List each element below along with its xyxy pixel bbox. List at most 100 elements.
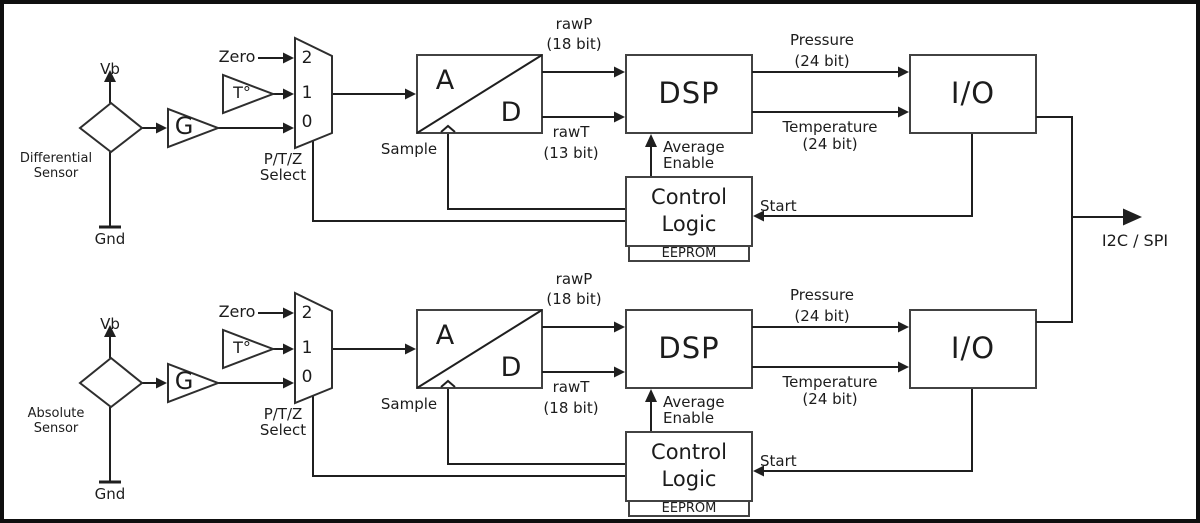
control-logic-block [625, 431, 753, 502]
zero-arrowhead [283, 52, 294, 64]
mux-shape [294, 291, 333, 405]
channel-wires-layer [78, 36, 1037, 262]
average-enable-line1: Average [663, 393, 725, 411]
rawp-label: rawP (18 bit) [546, 14, 601, 54]
average-enable-line1: Average [663, 138, 725, 156]
eeprom-label: EEPROM [661, 501, 717, 516]
sensor-to-gain-arrowhead [156, 122, 167, 134]
zero-label: Zero [218, 302, 256, 321]
temp-sensor-triangle [222, 73, 276, 115]
control-logic-line1: Control [651, 185, 727, 209]
mux-shape [294, 36, 333, 150]
rawp-line1: rawP [555, 15, 593, 33]
rawt-arrowhead [614, 366, 625, 378]
average-enable-line2: Enable [663, 409, 715, 427]
vb-label: Vb [100, 315, 120, 333]
io-label: I/O [950, 76, 996, 110]
temperature-line2: (24 bit) [802, 390, 858, 408]
average-enable-label: Average Enable [663, 139, 725, 171]
channel-differential: Vb Differential Sensor Gnd G T° Zero 2 1… [20, 14, 1037, 262]
i2c-spi-label: I2C / SPI [1101, 231, 1169, 250]
control-logic-label: Control Logic [651, 184, 727, 238]
sensor-label-line2: Sensor [33, 166, 79, 181]
pressure-label: Pressure (24 bit) [790, 285, 854, 327]
gain-to-mux-arrowhead [283, 377, 294, 389]
control-logic-line2: Logic [661, 467, 717, 491]
gain-label: G [174, 112, 194, 140]
sensor-label: Differential Sensor [20, 151, 92, 181]
average-enable-line2: Enable [663, 154, 715, 172]
start-wire [763, 133, 973, 217]
rawt-line2: (18 bit) [543, 399, 599, 417]
gnd-label: Gnd [94, 485, 126, 503]
mux-input-1-label: 1 [301, 83, 313, 103]
pressure-arrowhead [898, 66, 909, 78]
temperature-arrowhead [898, 106, 909, 118]
pressure-line1: Pressure [789, 31, 855, 49]
mux-to-adc-arrowhead [405, 88, 416, 100]
sensor-label-line1: Differential [19, 151, 93, 166]
dsp-label: DSP [658, 76, 720, 110]
sensor-label-line1: Absolute [27, 406, 85, 421]
mux-to-adc-arrowhead [405, 343, 416, 355]
adc-d-label: D [500, 97, 522, 128]
sensor-label-line2: Sensor [33, 421, 79, 436]
average-enable-arrowhead [645, 389, 657, 402]
sensor-label: Absolute Sensor [28, 406, 85, 436]
vb-label: Vb [100, 60, 120, 78]
mux-input-0-label: 0 [301, 367, 313, 387]
temp-to-mux-arrowhead [283, 343, 294, 355]
io-label: I/O [950, 331, 996, 365]
eeprom-label: EEPROM [661, 246, 717, 261]
mux-select-wire [312, 395, 626, 477]
gain-amp-triangle [167, 362, 221, 404]
mux-input-0-label: 0 [301, 112, 313, 132]
start-arrowhead [753, 210, 764, 222]
mux-select-line1: P/T/Z [263, 405, 303, 423]
mux-select-line2: Select [259, 421, 307, 439]
rawt-label: rawT (18 bit) [543, 377, 598, 419]
start-label: Start [760, 452, 797, 470]
control-logic-line2: Logic [661, 212, 717, 236]
sensor-to-gain-arrowhead [156, 377, 167, 389]
adc-diagonal [416, 309, 543, 389]
temp-sensor-label: T° [233, 338, 251, 357]
control-logic-block [625, 176, 753, 247]
adc-a-label: A [435, 65, 455, 96]
temp-to-mux-arrowhead [283, 88, 294, 100]
mux-input-2-label: 2 [301, 48, 313, 68]
temperature-line1: Temperature [782, 373, 878, 391]
start-wire [763, 388, 973, 472]
dsp-block [625, 54, 753, 134]
pressure-arrowhead [898, 321, 909, 333]
start-label: Start [760, 197, 797, 215]
sample-label: Sample [380, 140, 438, 158]
rawp-arrowhead [614, 321, 625, 333]
io-block [909, 54, 1037, 134]
rawt-line2: (13 bit) [543, 144, 599, 162]
mux-select-label: P/T/Z Select [260, 151, 306, 183]
temperature-label: Temperature (24 bit) [782, 119, 877, 153]
mux-select-line1: P/T/Z [263, 150, 303, 168]
channel-wires-layer [78, 291, 1037, 517]
sample-label: Sample [380, 395, 438, 413]
rawt-line1: rawT [552, 123, 590, 141]
adc-d-label: D [500, 352, 522, 383]
temp-sensor-triangle [222, 328, 276, 370]
temperature-arrowhead [898, 361, 909, 373]
temperature-line2: (24 bit) [802, 135, 858, 153]
rawp-arrowhead [614, 66, 625, 78]
vb-arrowhead [104, 325, 116, 337]
average-enable-label: Average Enable [663, 394, 725, 426]
pressure-line1: Pressure [789, 286, 855, 304]
gnd-label: Gnd [94, 230, 126, 248]
adc-diagonal [416, 54, 543, 134]
average-enable-arrowhead [645, 134, 657, 147]
zero-arrowhead [283, 307, 294, 319]
gain-amp-triangle [167, 107, 221, 149]
vb-arrowhead [104, 70, 116, 82]
io-bus-wire [1036, 116, 1073, 323]
temp-sensor-label: T° [233, 83, 251, 102]
